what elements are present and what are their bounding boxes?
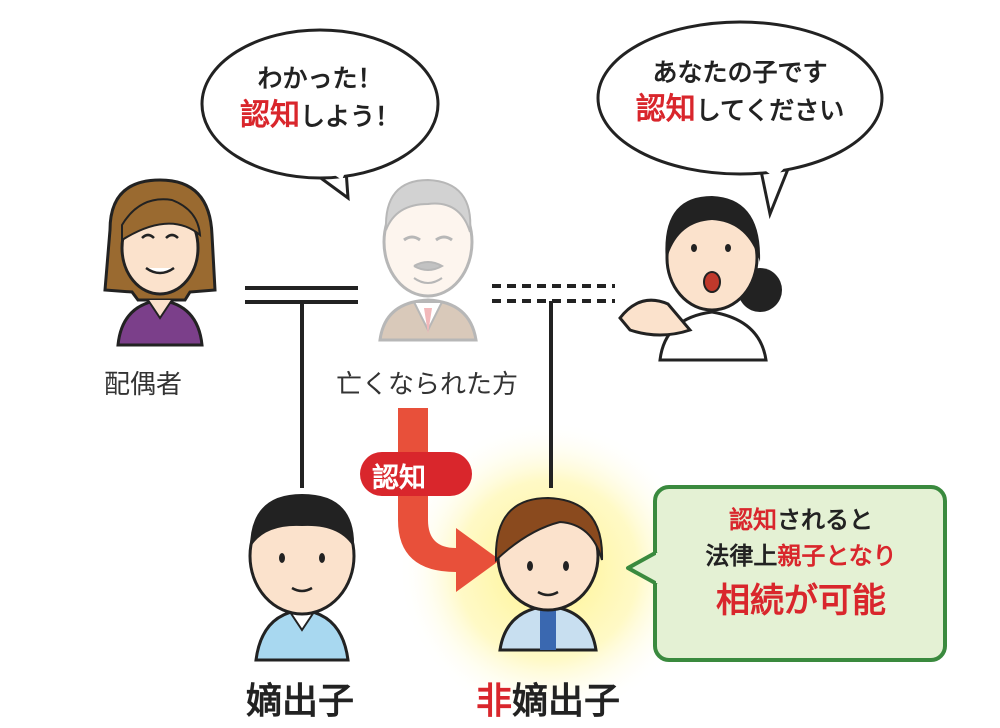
spouse-figure bbox=[103, 178, 217, 347]
info-line1-recognize: 認知 bbox=[729, 506, 777, 534]
marriage-line bbox=[245, 286, 358, 304]
info-box bbox=[626, 485, 947, 662]
illegit-child-figure bbox=[494, 496, 604, 652]
mother-bubble-recognize: 認知 bbox=[635, 91, 696, 127]
affair-dashed-line bbox=[492, 284, 615, 303]
deceased-bubble-text: わかった！ 認知しよう！ bbox=[220, 62, 420, 136]
mother-figure bbox=[618, 196, 782, 362]
deceased-bubble-recognize: 認知 bbox=[239, 97, 300, 133]
recognition-arrow-label: 認知 bbox=[372, 463, 426, 494]
mother-bubble-line1: あなたの子です bbox=[652, 58, 828, 87]
illegit-rest: 嫡出子 bbox=[512, 681, 621, 722]
deceased-label: 亡くなられた方 bbox=[336, 370, 519, 400]
mother-speech-bubble bbox=[596, 20, 884, 220]
spouse-label: 配偶者 bbox=[104, 370, 183, 400]
info-line2: 法律上親子となり bbox=[662, 540, 940, 572]
info-line1-rest: されると bbox=[777, 506, 873, 534]
mother-bubble-text: あなたの子です 認知してください bbox=[610, 56, 870, 130]
deceased-figure bbox=[378, 178, 478, 342]
legit-child-label: 嫡出子 bbox=[246, 681, 355, 722]
illegit-prefix: 非 bbox=[476, 681, 513, 722]
info-line3: 相続が可能 bbox=[716, 580, 886, 621]
info-line2-parent-child: 親子となり bbox=[777, 542, 897, 571]
mother-bubble-line2: 認知してください bbox=[610, 90, 870, 131]
info-line1: 認知されると bbox=[662, 504, 940, 536]
illegit-child-label: 非嫡出子 bbox=[476, 672, 620, 724]
info-line2-legal: 法律上 bbox=[705, 542, 778, 571]
deceased-bubble-line2: 認知しよう！ bbox=[220, 96, 420, 137]
recognition-pill bbox=[360, 452, 472, 496]
legit-child-figure bbox=[248, 494, 356, 662]
deceased-speech-bubble bbox=[200, 28, 440, 202]
deceased-bubble-rest: しよう！ bbox=[299, 101, 400, 131]
mother-bubble-rest: してください bbox=[695, 95, 845, 125]
deceased-bubble-line1: わかった！ bbox=[257, 64, 383, 93]
info-box-text: 認知されると 法律上親子となり 相続が可能 bbox=[662, 504, 940, 625]
